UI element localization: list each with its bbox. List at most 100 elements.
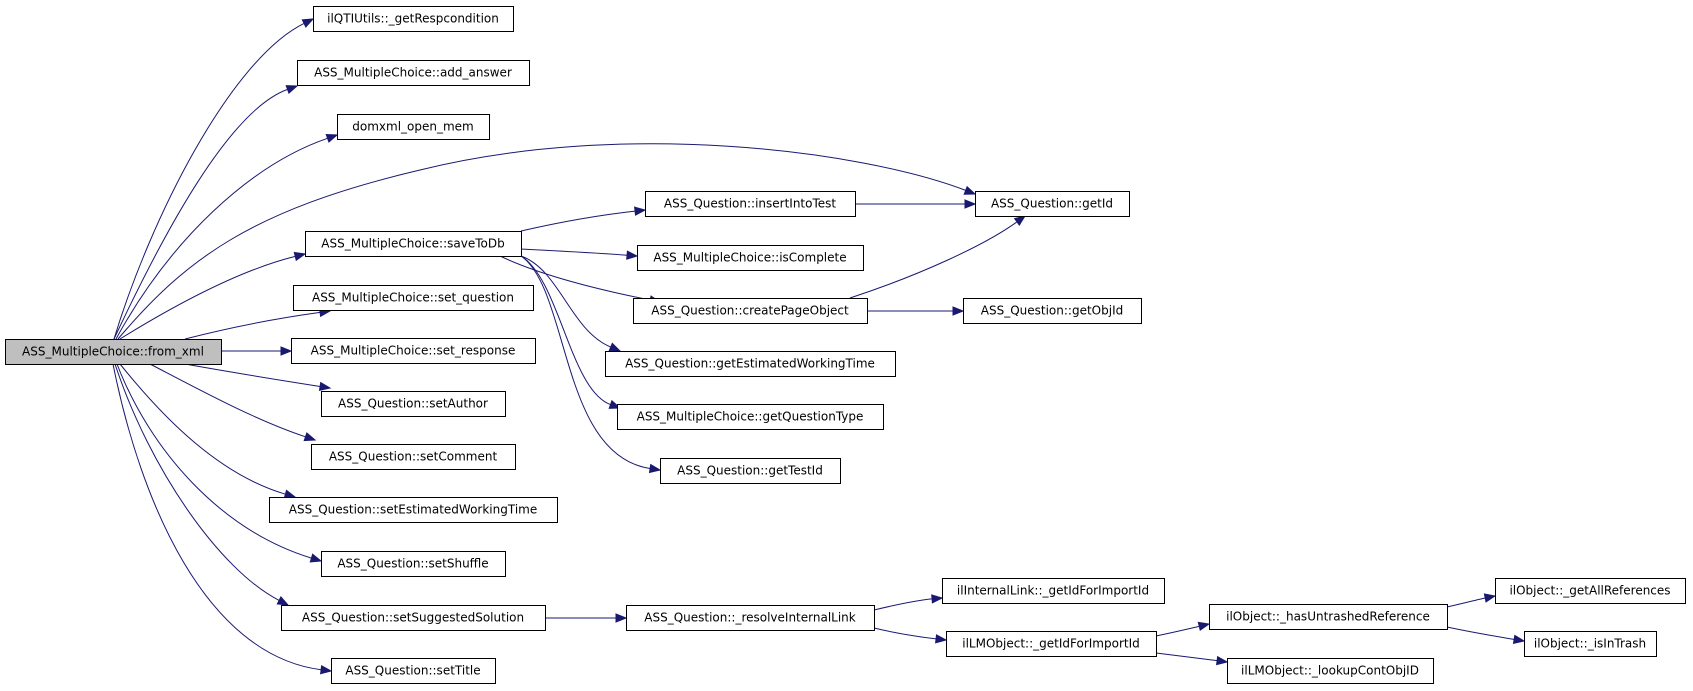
edge-line [184, 363, 321, 387]
arrowhead [1216, 655, 1229, 666]
node-box [269, 497, 558, 523]
node-box [660, 458, 841, 484]
edge-line [520, 210, 636, 232]
arrowhead [276, 596, 290, 606]
edge-hasUntrashedReference-to-isInTrash [1446, 626, 1526, 644]
node-lmObjectImport[interactable]: ilLMObject::_getIdForImportId [946, 631, 1157, 657]
edge-from_xml-to-setAuthor [184, 363, 332, 392]
arrowhead [952, 306, 965, 316]
node-box [305, 231, 522, 257]
arrowhead [931, 594, 944, 604]
node-getEstimatedWorkingTime[interactable]: ASS_Question::getEstimatedWorkingTime [605, 351, 896, 377]
node-label: ASS_Question::insertIntoTest [664, 197, 837, 211]
node-label: ASS_Question::setSuggestedSolution [302, 611, 524, 625]
edge-resolveInternalLink-to-lmObjectImport [873, 627, 948, 644]
node-internalLinkImport[interactable]: ilInternalLink::_getIdForImportId [942, 578, 1165, 604]
node-getAllReferences[interactable]: ilObject::_getAllReferences [1495, 578, 1686, 604]
node-lookupContObjID[interactable]: ilLMObject::_lookupContObjID [1227, 658, 1434, 684]
node-getTestId[interactable]: ASS_Question::getTestId [660, 458, 841, 484]
edge-line [119, 363, 286, 495]
node-setSuggestedSolution[interactable]: ASS_Question::setSuggestedSolution [281, 605, 546, 631]
node-box [1209, 604, 1448, 630]
edge-line [499, 255, 651, 301]
arrowhead [309, 553, 323, 563]
node-box [633, 298, 868, 324]
node-createPageObject[interactable]: ASS_Question::createPageObject [633, 298, 868, 324]
edge-line [113, 88, 288, 340]
arrowhead [318, 381, 332, 392]
node-label: ilObject::_getAllReferences [1509, 584, 1670, 598]
node-setEstimatedWorkingTime[interactable]: ASS_Question::setEstimatedWorkingTime [269, 497, 558, 523]
node-box [297, 60, 530, 86]
edge-lmObjectImport-to-hasUntrashedReference [1155, 621, 1211, 637]
node-getRespcondition[interactable]: ilQTIUtils::_getRespcondition [313, 6, 514, 32]
node-setComment[interactable]: ASS_Question::setComment [311, 444, 516, 470]
edge-from_xml-to-setComment [149, 363, 317, 442]
arrowhead [648, 463, 662, 474]
node-setAuthor[interactable]: ASS_Question::setAuthor [321, 391, 506, 417]
node-label: ASS_MultipleChoice::isComplete [653, 251, 846, 265]
arrowhead [285, 85, 299, 94]
node-getQuestionType[interactable]: ASS_MultipleChoice::getQuestionType [617, 404, 884, 430]
node-from_xml[interactable]: ASS_MultipleChoice::from_xml [5, 339, 222, 365]
node-insertIntoTest[interactable]: ASS_Question::insertIntoTest [645, 191, 856, 217]
edge-line [113, 22, 305, 340]
node-box [617, 404, 884, 430]
node-saveToDb[interactable]: ASS_MultipleChoice::saveToDb [305, 231, 522, 257]
node-setShuffle[interactable]: ASS_Question::setShuffle [321, 551, 506, 577]
node-box [337, 114, 490, 140]
node-box [331, 658, 496, 684]
edge-line [115, 137, 328, 340]
node-resolveInternalLink[interactable]: ASS_Question::_resolveInternalLink [626, 605, 875, 631]
node-set_response[interactable]: ASS_MultipleChoice::set_response [291, 338, 536, 364]
node-hasUntrashedReference[interactable]: ilObject::_hasUntrashedReference [1209, 604, 1448, 630]
node-label: ASS_Question::setTitle [345, 664, 480, 678]
node-isComplete[interactable]: ASS_MultipleChoice::isComplete [637, 245, 864, 271]
node-getId[interactable]: ASS_Question::getId [975, 191, 1130, 217]
node-set_question[interactable]: ASS_MultipleChoice::set_question [293, 285, 534, 311]
arrowhead [280, 346, 293, 356]
node-box [313, 6, 514, 32]
node-label: domxml_open_mem [352, 120, 473, 134]
node-box [1524, 631, 1657, 657]
node-label: ASS_Question::getTestId [677, 464, 823, 478]
edges-layer [112, 18, 1526, 675]
edge-from_xml-to-domxml [115, 133, 339, 340]
node-box [293, 285, 534, 311]
node-domxml[interactable]: domxml_open_mem [337, 114, 490, 140]
arrowhead [325, 133, 339, 143]
edge-line [1155, 652, 1218, 662]
node-label: ASS_MultipleChoice::getQuestionType [637, 410, 864, 424]
node-isInTrash[interactable]: ilObject::_isInTrash [1524, 631, 1657, 657]
edge-line [116, 363, 312, 559]
edge-saveToDb-to-getQuestionType [520, 255, 622, 409]
node-box [975, 191, 1130, 217]
node-box [645, 191, 856, 217]
arrowhead [935, 634, 948, 644]
arrowhead [1013, 215, 1027, 226]
edge-line [184, 311, 321, 340]
node-box [281, 605, 546, 631]
node-label: ASS_Question::setEstimatedWorkingTime [289, 503, 537, 517]
edge-line [1155, 625, 1200, 637]
edge-from_xml-to-set_question [184, 307, 332, 340]
node-label: ASS_Question::createPageObject [651, 304, 849, 318]
node-add_answer[interactable]: ASS_MultipleChoice::add_answer [297, 60, 530, 86]
node-label: ASS_MultipleChoice::from_xml [22, 345, 204, 359]
edge-line [520, 255, 651, 469]
node-box [291, 338, 536, 364]
edge-from_xml-to-setSuggestedSolution [114, 363, 290, 606]
node-box [311, 444, 516, 470]
node-setTitle[interactable]: ASS_Question::setTitle [331, 658, 496, 684]
node-label: ASS_Question::getId [991, 197, 1113, 211]
edge-from_xml-to-setEstimatedWorkingTime [119, 363, 297, 499]
node-box [942, 578, 1165, 604]
edge-hasUntrashedReference-to-getAllReferences [1446, 593, 1497, 608]
edge-createPageObject-to-getId [849, 215, 1027, 299]
edge-line [849, 221, 1018, 299]
node-label: ASS_Question::getObjId [981, 304, 1123, 318]
arrowhead [303, 432, 317, 442]
node-label: ASS_MultipleChoice::add_answer [314, 66, 512, 80]
node-getObjId[interactable]: ASS_Question::getObjId [963, 298, 1142, 324]
node-box [637, 245, 864, 271]
